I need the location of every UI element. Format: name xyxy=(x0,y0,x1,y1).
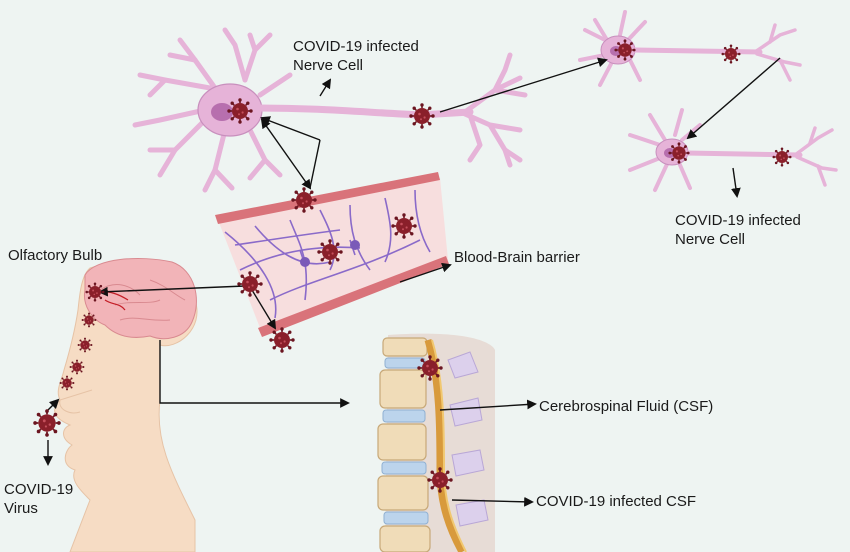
arrows xyxy=(43,57,781,507)
label-covid-virus: COVID-19 Virus xyxy=(4,480,73,518)
virus-icon xyxy=(613,38,637,62)
virus-icon xyxy=(77,337,93,353)
label-line: Nerve Cell xyxy=(675,231,746,248)
virus-icon xyxy=(390,212,418,240)
virus-icon xyxy=(236,270,264,298)
virus-icon xyxy=(59,375,75,391)
head-profile xyxy=(54,258,198,552)
virus-icon xyxy=(771,146,793,168)
virus-icon xyxy=(69,359,85,375)
virus-icon xyxy=(81,312,97,328)
neuron-right xyxy=(628,108,838,192)
virus-icon xyxy=(408,102,436,130)
neuron-top-right xyxy=(578,10,802,87)
virus-icon xyxy=(426,466,454,494)
label-blood-brain-barrier: Blood-Brain barrier xyxy=(454,249,580,266)
virus-icon xyxy=(316,238,344,266)
label-nerve-cell-top: COVID-19 infected Nerve Cell xyxy=(293,37,419,75)
virus-icon xyxy=(416,354,444,382)
label-line: COVID-19 xyxy=(4,481,74,498)
virus-icon xyxy=(32,408,62,438)
label-csf: Cerebrospinal Fluid (CSF) xyxy=(539,398,714,415)
label-infected-csf: COVID-19 infected CSF xyxy=(536,493,697,510)
label-nerve-cell-right: COVID-19 infected Nerve Cell xyxy=(675,211,801,249)
virus-icon xyxy=(720,43,742,65)
label-line: Nerve Cell xyxy=(293,57,364,74)
virus-icon xyxy=(667,141,691,165)
virus-icon xyxy=(226,97,254,125)
label-line: COVID-19 infected xyxy=(675,212,801,229)
spine-section xyxy=(377,333,495,552)
label-line: COVID-19 infected xyxy=(293,38,419,55)
virus-icon xyxy=(290,186,318,214)
label-line: Virus xyxy=(4,500,38,517)
virus-icon xyxy=(268,326,296,354)
virus-icon xyxy=(84,281,106,303)
label-olfactory-bulb: Olfactory Bulb xyxy=(8,247,103,264)
